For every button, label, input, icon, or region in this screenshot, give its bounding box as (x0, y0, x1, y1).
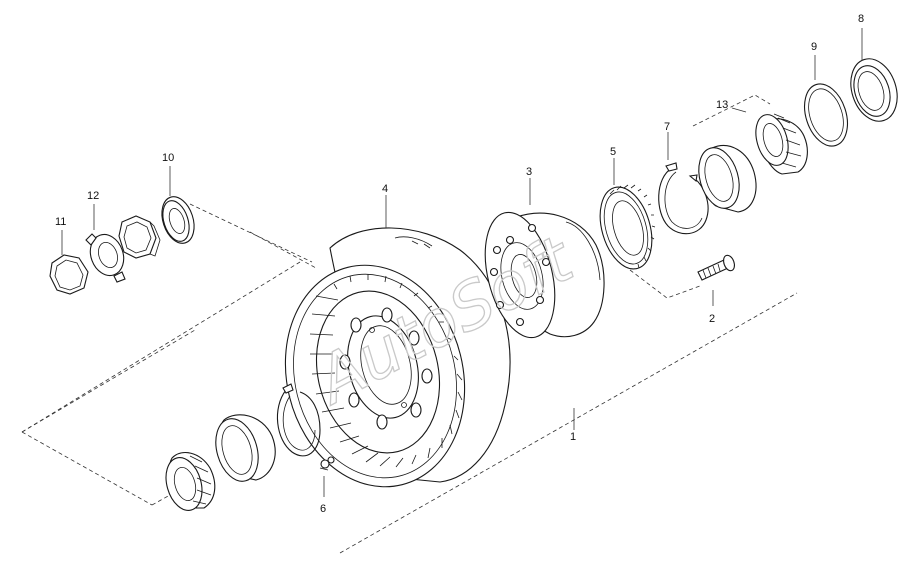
label-11: 11 (55, 216, 66, 228)
part-13-bearing-cone (755, 113, 808, 175)
label-6: 6 (320, 503, 326, 515)
label-4: 4 (382, 183, 388, 195)
drum-cooling-fins (309, 274, 463, 468)
part-11-hex-nut (49, 254, 89, 295)
left-bearing-cup (215, 414, 276, 482)
part-4-brake-drum (284, 227, 511, 488)
label-12: 12 (87, 190, 99, 202)
part-6-grease-nipple (319, 456, 335, 471)
label-7: 7 (664, 121, 670, 133)
part-12b-hex-nut (118, 215, 161, 259)
part-5-tone-ring (599, 184, 656, 270)
label-13: 13 (716, 99, 728, 111)
part-12-lock-washer (85, 233, 126, 283)
part-10-washer (161, 196, 195, 244)
left-bearing-cone (165, 452, 216, 511)
part-9-ring (804, 83, 848, 147)
part-2-wheel-stud (697, 254, 735, 281)
leader-lines (61, 28, 863, 497)
part-3-hub (484, 211, 605, 339)
label-8: 8 (858, 13, 864, 25)
left-snap-ring (276, 383, 321, 457)
part-13-bearing-cup (698, 145, 757, 213)
label-2: 2 (709, 313, 715, 325)
part-8-seal (850, 58, 898, 122)
label-3: 3 (526, 166, 532, 178)
label-9: 9 (811, 41, 817, 53)
label-1: 1 (570, 431, 576, 443)
assembly-frames (21, 94, 798, 554)
label-5: 5 (610, 146, 616, 158)
callout-labels: 1 2 3 4 5 6 7 8 9 10 11 12 13 (55, 13, 864, 515)
label-10: 10 (162, 152, 174, 164)
hub-bolt-holes (489, 223, 551, 327)
part-7-snap-ring (658, 162, 709, 235)
drum-bolt-holes (339, 307, 433, 430)
